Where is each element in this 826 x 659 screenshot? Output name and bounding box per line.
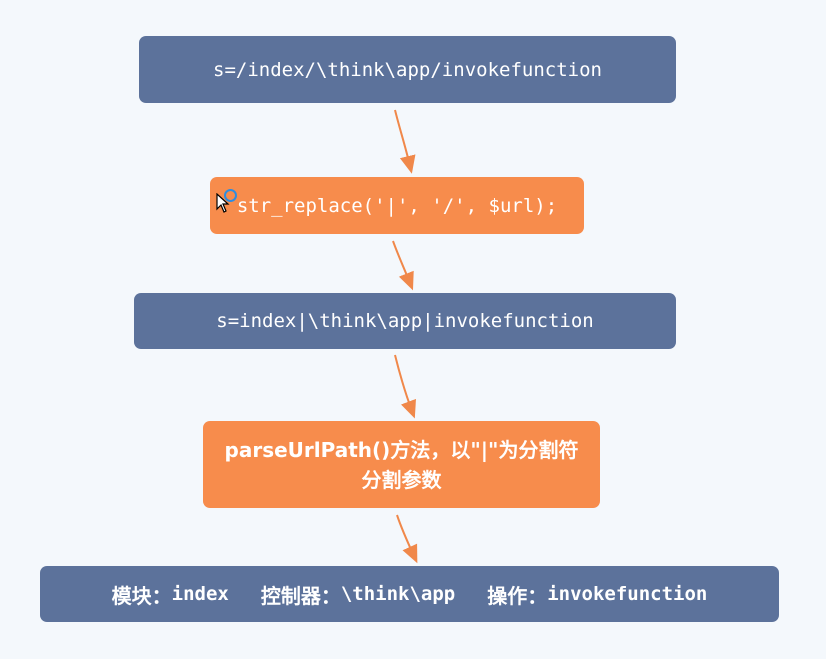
step-url-input: s=/index/\think\app/invokefunction (139, 36, 676, 103)
step-replaced-url-text: s=index|\think\app|invokefunction (216, 310, 594, 332)
step-str-replace-text: str_replace('|', '/', $url); (236, 194, 558, 217)
arrow-cursor-icon (216, 193, 230, 213)
step-url-input-text: s=/index/\think\app/invokefunction (213, 58, 602, 81)
arrow-1 (394, 109, 416, 174)
action-label: 操作： (487, 583, 548, 608)
step-parse-line1: parseUrlPath()方法，以"|"为分割符 (224, 437, 579, 462)
arrow-4 (396, 514, 418, 564)
module-label: 模块： (111, 583, 172, 608)
action-value: invokefunction (547, 583, 708, 605)
step-str-replace: str_replace('|', '/', $url); (210, 177, 584, 234)
step-result: 模块：index 控制器：\think\app 操作：invokefunction (40, 566, 779, 622)
step-parse-url-path: parseUrlPath()方法，以"|"为分割符 分割参数 (203, 421, 600, 508)
step-replaced-url: s=index|\think\app|invokefunction (134, 293, 676, 349)
loading-ring-icon (224, 189, 237, 202)
controller-label: 控制器： (260, 583, 341, 608)
step-parse-line2: 分割参数 (361, 467, 442, 492)
controller-value: \think\app (340, 583, 456, 605)
module-value: index (171, 583, 229, 605)
arrow-3 (394, 354, 416, 419)
arrow-2 (392, 240, 414, 291)
